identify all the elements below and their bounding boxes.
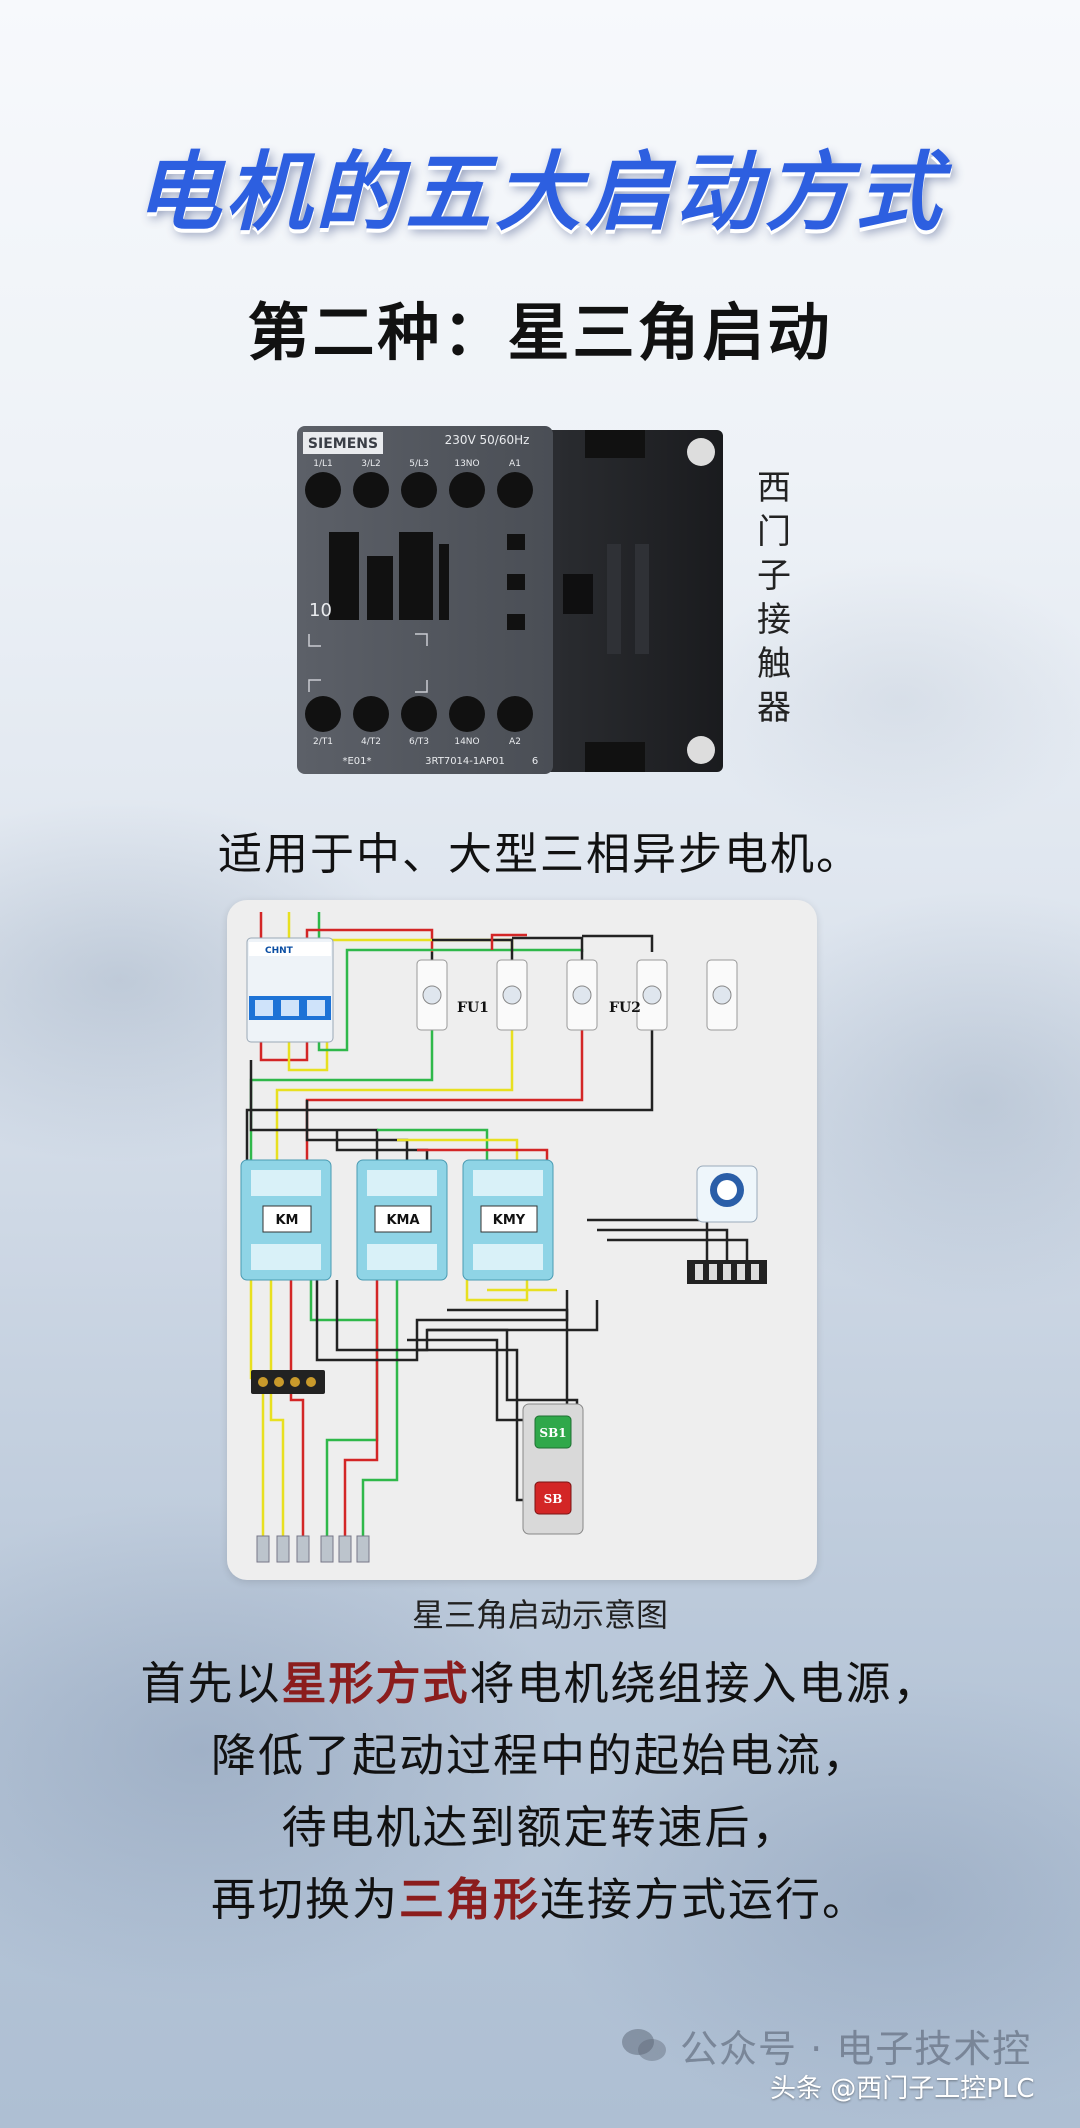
push-button-station: SB1 SB — [522, 1403, 584, 1535]
paragraph-line-4: 再切换为三角形连接方式运行。 — [0, 1864, 1080, 1936]
paragraph-line-1: 首先以星形方式将电机绕组接入电源， — [0, 1648, 1080, 1720]
contactor-kmy: KMY — [462, 1159, 554, 1281]
paragraph-line-3: 待电机达到额定转速后， — [281, 1801, 799, 1854]
top-terminal-holes — [305, 472, 533, 508]
line1-post: 将电机绕组接入电源， — [469, 1657, 940, 1710]
delta-mode-highlight: 三角形 — [398, 1873, 540, 1926]
footer-attribution: 头条 @西门子工控PLC — [770, 2074, 1035, 2104]
page-title: 电机的五大启动方式 — [135, 143, 945, 243]
start-button-label: SB1 — [539, 1426, 566, 1440]
diagram-caption: 星三角启动示意图 — [411, 1596, 668, 1634]
brand-text: SIEMENS — [308, 436, 378, 452]
fuse-holders — [416, 959, 738, 1031]
description-paragraph: 首先以星形方式将电机绕组接入电源， 降低了起动过程中的起始电流， 待电机达到额定… — [0, 1648, 1080, 1936]
stop-button-label: SB — [544, 1492, 563, 1506]
terminal-label-top-4: 13NO — [454, 459, 479, 469]
kma-label: KMA — [386, 1213, 419, 1228]
contactor-product-image: SIEMENS 230V 50/60Hz 1/L1 3/L2 5/L3 13NO… — [295, 424, 725, 776]
motor-terminals — [256, 1535, 370, 1563]
bottom-terminal-holes — [305, 696, 533, 732]
watermark: 公众号 · 电子技术控 — [620, 2018, 1031, 2073]
line4-pre: 再切换为 — [210, 1873, 399, 1926]
watermark-text: 公众号 · 电子技术控 — [680, 2027, 1032, 2071]
terminal-label-top-5: A1 — [509, 459, 521, 469]
star-mode-highlight: 星形方式 — [281, 1657, 470, 1710]
wires — [245, 912, 749, 1540]
line4-post: 连接方式运行。 — [540, 1873, 870, 1926]
terminal-label-top-1: 1/L1 — [313, 459, 333, 469]
side-number: 10 — [309, 600, 332, 621]
code-text: *E01* — [342, 756, 371, 767]
terminal-label-top-2: 3/L2 — [361, 459, 381, 469]
time-relay — [687, 1165, 767, 1284]
circuit-breaker: CHNT — [246, 937, 334, 1043]
line1-pre: 首先以 — [140, 1657, 282, 1710]
contactor-illustration: SIEMENS 230V 50/60Hz 1/L1 3/L2 5/L3 13NO… — [297, 426, 723, 774]
thermal-relay — [251, 1370, 325, 1394]
rating-text: 230V 50/60Hz — [445, 433, 530, 447]
model-suffix: 6 — [532, 756, 538, 767]
terminal-label-bottom-2: 4/T2 — [361, 737, 381, 747]
fuse2-label: FU2 — [609, 1000, 641, 1016]
wiring-diagram-svg: CHNT FU1 FU2 KM KMA — [240, 912, 767, 1563]
fuse1-label: FU1 — [457, 1000, 489, 1016]
product-caption: 西门子接触器 — [757, 468, 791, 728]
terminal-label-bottom-5: A2 — [509, 737, 521, 747]
paragraph-line-2: 降低了起动过程中的起始电流， — [210, 1729, 869, 1782]
wiring-diagram: CHNT FU1 FU2 KM KMA — [227, 900, 817, 1580]
kmy-label: KMY — [493, 1213, 526, 1228]
terminal-label-top-3: 5/L3 — [409, 459, 429, 469]
siemens-logo — [303, 432, 383, 454]
terminal-label-bottom-1: 2/T1 — [313, 737, 333, 747]
applies-text: 适用于中、大型三相异步电机。 — [218, 829, 862, 880]
breaker-brand: CHNT — [265, 946, 294, 956]
contactor-side — [545, 430, 723, 772]
terminal-label-bottom-4: 14NO — [454, 737, 479, 747]
terminal-label-bottom-3: 6/T3 — [409, 737, 429, 747]
section-subtitle: 第二种：星三角启动 — [247, 296, 833, 369]
km-label: KM — [275, 1213, 298, 1228]
contactor-mechanism — [329, 532, 525, 630]
model-text: 3RT7014-1AP01 — [425, 756, 505, 767]
contactor-kma: KMA — [356, 1159, 448, 1281]
contactor-km: KM — [240, 1159, 332, 1281]
wechat-icon — [622, 2028, 666, 2061]
